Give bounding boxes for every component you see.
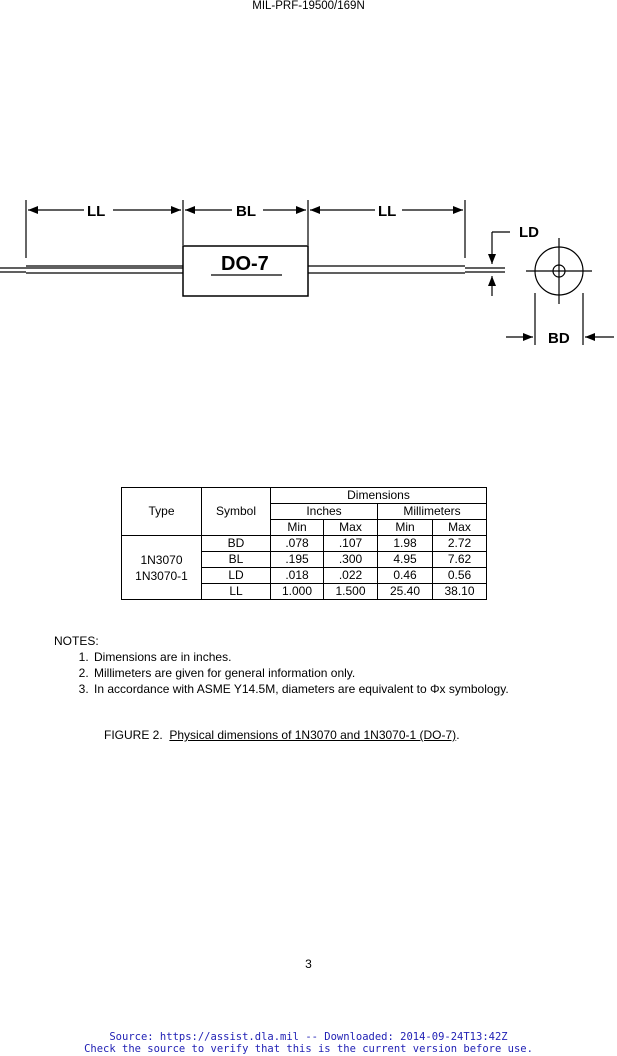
inches-header: Inches — [270, 503, 378, 520]
symbol-cell: LL — [201, 583, 271, 600]
inches-max-header: Max — [323, 519, 378, 536]
in-min-cell: .018 — [270, 567, 324, 584]
mm-min-cell: 0.46 — [377, 567, 433, 584]
symbol-cell: LD — [201, 567, 271, 584]
note-item: Dimensions are in inches. — [92, 649, 509, 665]
figure-title: Physical dimensions of 1N3070 and 1N3070… — [169, 728, 457, 742]
mm-min-header: Min — [377, 519, 433, 536]
document-header: MIL-PRF-19500/169N — [252, 0, 365, 12]
bl-label: BL — [236, 203, 256, 220]
in-min-cell: .195 — [270, 551, 324, 568]
source-footer: Source: https://assist.dla.mil -- Downlo… — [0, 1031, 617, 1055]
in-min-cell: 1.000 — [270, 583, 324, 600]
col-type-header: Type — [121, 487, 202, 536]
mm-header: Millimeters — [377, 503, 487, 520]
figure-suffix: . — [456, 728, 460, 742]
do7-outline-drawing: LL BL LL LD BD DO-7 — [0, 200, 614, 347]
col-symbol-header: Symbol — [201, 487, 271, 536]
note-item: In accordance with ASME Y14.5M, diameter… — [92, 681, 509, 697]
type-1n3070: 1N3070 — [140, 552, 183, 567]
package-label: DO-7 — [221, 253, 269, 275]
mm-min-cell: 1.98 — [377, 535, 433, 552]
mm-max-cell: 0.56 — [432, 567, 487, 584]
bd-label: BD — [548, 330, 570, 347]
in-min-cell: .078 — [270, 535, 324, 552]
symbol-cell: BD — [201, 535, 271, 552]
ld-label: LD — [519, 224, 539, 241]
mm-max-cell: 2.72 — [432, 535, 487, 552]
page-number: 3 — [305, 957, 312, 971]
table-row: LL 1.000 1.500 25.40 38.10 — [122, 583, 487, 600]
figure-caption: FIGURE 2. Physical dimensions of 1N3070 … — [104, 728, 460, 742]
dimensions-header: Dimensions — [270, 487, 487, 504]
dimensions-table: Type Symbol Dimensions Inches Millimeter… — [121, 487, 487, 600]
ll-left-label: LL — [87, 203, 105, 220]
in-max-cell: .300 — [323, 551, 378, 568]
figure-prefix: FIGURE 2. — [104, 728, 163, 742]
note-item: Millimeters are given for general inform… — [92, 665, 509, 681]
inches-min-header: Min — [270, 519, 324, 536]
table-row: 1N3070 1N3070-1 BD .078 .107 1.98 2.72 — [121, 535, 487, 600]
in-max-cell: .107 — [323, 535, 378, 552]
footer-source-line: Source: https://assist.dla.mil -- Downlo… — [109, 1031, 508, 1043]
notes-title: NOTES: — [54, 634, 99, 648]
footer-verify-line: Check the source to verify that this is … — [84, 1043, 533, 1055]
in-max-cell: .022 — [323, 567, 378, 584]
mm-max-cell: 38.10 — [432, 583, 487, 600]
notes-list: Dimensions are in inches. Millimeters ar… — [54, 649, 509, 697]
mm-min-cell: 25.40 — [377, 583, 433, 600]
notes-section: NOTES: Dimensions are in inches. Millime… — [54, 633, 509, 697]
mm-max-cell: 7.62 — [432, 551, 487, 568]
in-max-cell: 1.500 — [323, 583, 378, 600]
type-1n3070-1: 1N3070-1 — [135, 568, 188, 583]
symbol-cell: BL — [201, 551, 271, 568]
ll-right-label: LL — [378, 203, 396, 220]
type-cell: 1N3070 1N3070-1 — [121, 535, 202, 600]
mm-min-cell: 4.95 — [377, 551, 433, 568]
mm-max-header: Max — [432, 519, 487, 536]
